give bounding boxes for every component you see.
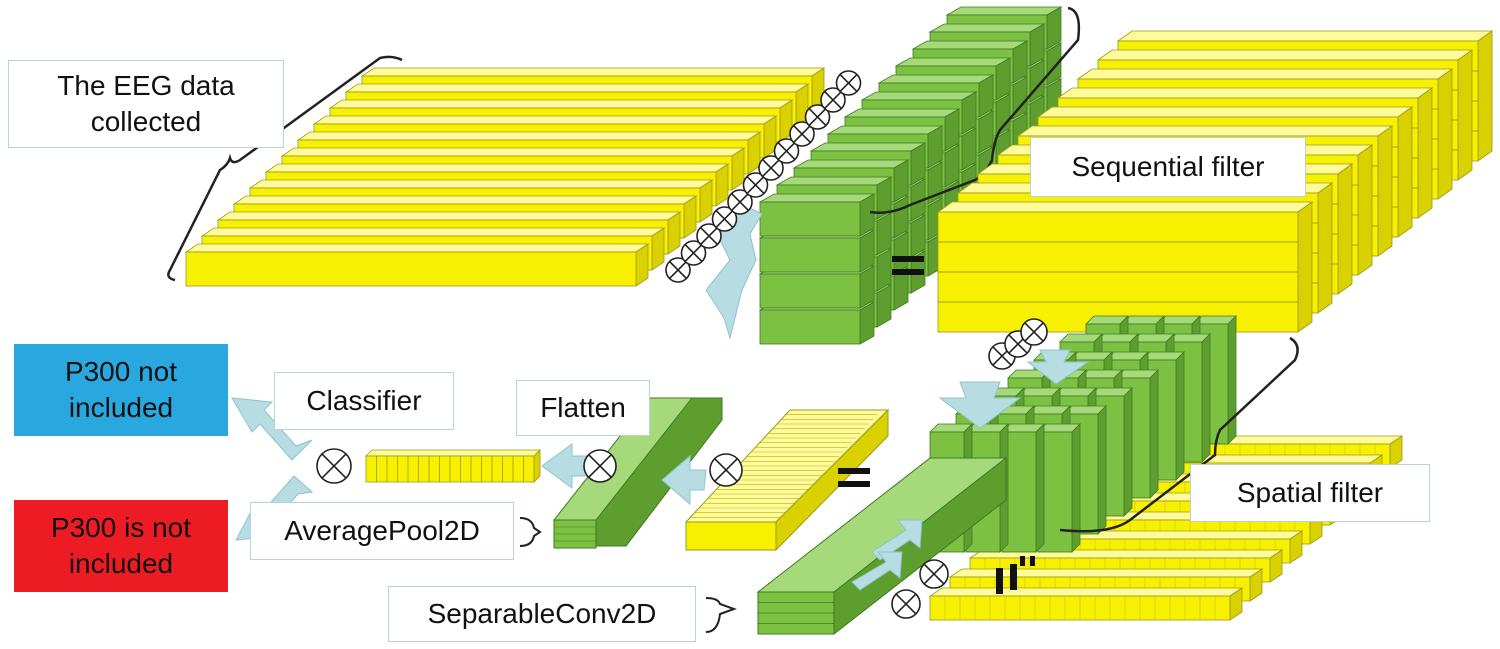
sequential-kernel-block <box>758 193 876 237</box>
multiply-operator <box>711 206 738 232</box>
multiply-operator <box>583 449 617 483</box>
multiply-operator <box>891 589 921 619</box>
multiply-operator <box>1020 318 1048 346</box>
sequential-filter-label: Sequential filter <box>1030 137 1306 197</box>
multiply-operator <box>773 138 800 164</box>
sepconv-brace <box>705 597 737 633</box>
arrow-down-spatial-2 <box>1026 349 1090 385</box>
multiply-operator <box>665 257 691 283</box>
eeg-channel-bar <box>184 243 650 287</box>
equals-operator <box>892 256 924 275</box>
sequential-output-slab <box>936 201 1314 333</box>
multiply-operator <box>727 189 753 215</box>
multiply-operator <box>758 155 784 181</box>
eeg-data-stack <box>184 67 826 287</box>
multiply-operator <box>316 448 352 484</box>
pooled-feature-bar <box>684 408 890 552</box>
flatten-bar-body <box>365 449 541 483</box>
arrow-to-flatten <box>541 443 589 489</box>
eeg-data-label: The EEG data collected <box>8 60 284 148</box>
arrow-to-result-blue <box>231 397 313 461</box>
operator-symbols <box>316 70 1048 619</box>
multiply-operator <box>789 121 815 147</box>
multiply-operator <box>696 223 722 249</box>
equals-vertical-operator <box>996 556 1035 594</box>
flatten-output <box>365 449 541 483</box>
result-p300-not-included: P300 not included <box>14 344 228 436</box>
result-p300-is-not-included: P300 is not included <box>14 500 228 592</box>
average-pool-label: AveragePool2D <box>250 502 514 560</box>
equals-operator <box>838 468 870 487</box>
flatten-bar <box>365 449 541 483</box>
arrow-to-avgpool <box>661 454 707 506</box>
spatial-filter-label: Spatial filter <box>1190 464 1430 522</box>
arrow-spatial-lower-2 <box>851 551 903 591</box>
multiply-operator <box>709 453 743 487</box>
classifier-label: Classifier <box>274 372 454 430</box>
average-pool-output <box>552 397 724 549</box>
avgpool-bar <box>552 397 724 549</box>
spatial-feature-bar <box>928 587 1244 621</box>
separable-conv-label: SeparableConv2D <box>388 586 696 642</box>
spatial-brace <box>1059 336 1299 533</box>
multiply-operator <box>680 240 707 266</box>
multiply-operator <box>804 104 831 130</box>
arrow-spatial-lower <box>871 519 923 561</box>
multiply-operator <box>919 559 949 589</box>
pooled-bar <box>684 408 890 552</box>
arrow-down-spatial-1 <box>938 381 1022 429</box>
flatten-label: Flatten <box>516 380 650 436</box>
eeg-brace <box>167 55 403 282</box>
avgpool-brace <box>519 517 542 547</box>
multiply-operator <box>820 87 846 113</box>
multiply-operator <box>742 172 769 198</box>
multiply-operator <box>835 70 862 96</box>
sequential-brace <box>869 6 1081 214</box>
